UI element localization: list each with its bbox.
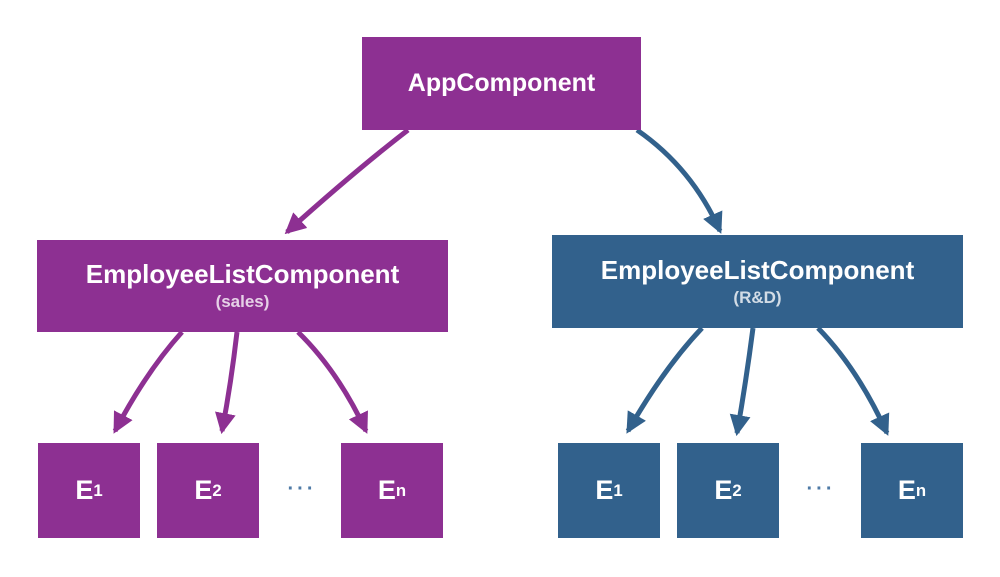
ellipsis-rnd: ··· <box>806 478 836 500</box>
edge-sales-to-e2 <box>215 331 240 435</box>
edge-app-to-rnd-list <box>635 127 723 234</box>
employee-label: E <box>194 474 213 505</box>
node-app-component: AppComponent <box>362 37 641 130</box>
edge-rnd-to-en <box>816 326 890 436</box>
node-employee-list-rnd: EmployeeListComponent (R&D) <box>552 235 963 328</box>
employee-label: E <box>595 474 614 505</box>
employee-label: E <box>714 474 733 505</box>
edge-app-to-sales-list <box>284 128 410 235</box>
node-label: EmployeeListComponent <box>600 254 915 285</box>
node-employee-list-sales: EmployeeListComponent (sales) <box>37 240 448 332</box>
edge-rnd-to-e2 <box>729 327 756 437</box>
employee-label: E <box>75 474 94 505</box>
employee-label: E <box>897 474 916 505</box>
edge-sales-to-en <box>296 330 369 434</box>
node-sublabel: (sales) <box>215 292 270 312</box>
node-sublabel: (R&D) <box>733 287 782 307</box>
employee-label: E <box>377 474 396 505</box>
edge-rnd-to-e1 <box>625 326 704 434</box>
ellipsis-sales: ··· <box>287 478 317 500</box>
node-label: AppComponent <box>407 69 596 98</box>
edge-sales-to-e1 <box>112 330 184 434</box>
node-label: EmployeeListComponent <box>85 259 400 290</box>
